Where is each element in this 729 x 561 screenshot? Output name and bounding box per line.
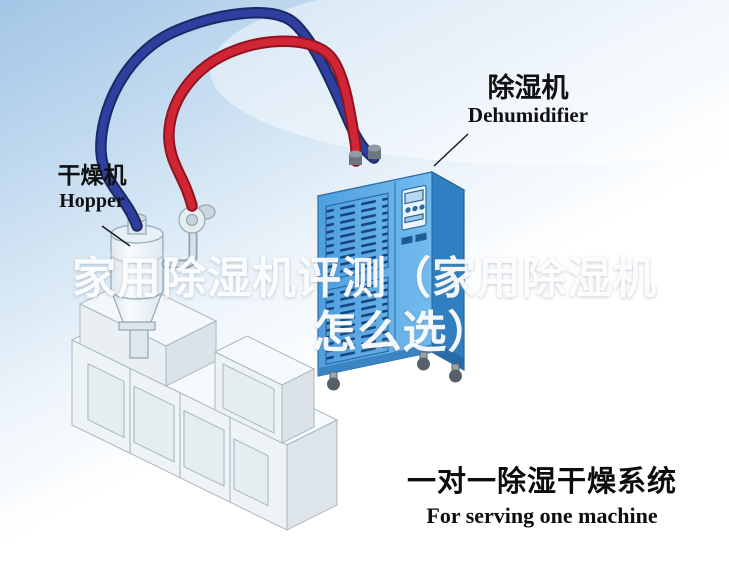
dehumidifier-label: 除湿机 Dehumidifier: [448, 73, 608, 128]
watermark-line1: 家用除湿机评测（家用除湿机: [72, 253, 657, 304]
extruder-front-panels: [87, 363, 269, 507]
hopper-label-zh: 干燥机: [57, 163, 127, 189]
red-hose: [165, 37, 360, 210]
hose-ports: [349, 144, 381, 165]
system-caption: 一对一除湿干燥系统 For serving one machine: [396, 458, 688, 529]
watermark-line2: 怎么选）: [312, 307, 493, 358]
dehumidifier-casters: [327, 351, 462, 391]
hopper-label-en: Hopper: [59, 189, 125, 212]
hopper-graphic: [110, 201, 216, 359]
control-display: [404, 189, 424, 205]
dehumidifier-graphic: [316, 170, 466, 377]
dehumidifier-front-face: [317, 171, 433, 377]
hopper-label: 干燥机 Hopper: [44, 163, 140, 212]
dehumidifier-pointer-line: [433, 133, 469, 167]
hose-pipes: [95, 7, 380, 232]
system-caption-en: For serving one machine: [426, 503, 658, 528]
hopper-body: [110, 233, 164, 300]
system-caption-zh: 一对一除湿干燥系统: [406, 464, 677, 498]
dehumidifier-label-en: Dehumidifier: [467, 103, 589, 128]
dehumidifier-label-zh: 除湿机: [487, 73, 569, 104]
hopper-pointer-line: [101, 225, 131, 247]
background-swoosh: [210, 0, 729, 165]
